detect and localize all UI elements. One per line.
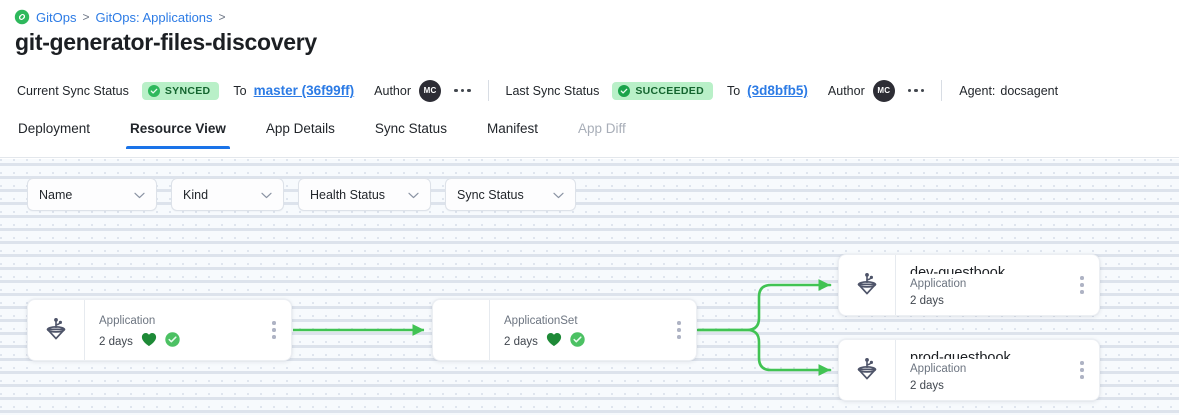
argo-application-icon-2	[839, 255, 895, 315]
node-name: prod-guestbook	[910, 350, 1011, 359]
last-sync-status-label: Last Sync Status	[505, 83, 600, 98]
node-kind: ApplicationSet	[504, 314, 578, 327]
node-age: 2 days	[99, 336, 133, 348]
graph-node-prod-guestbook[interactable]: prod-guestbook Application 2 days	[838, 339, 1100, 401]
current-sync-status-text: SYNCED	[164, 84, 211, 97]
tab-app-diff: App Diff	[577, 121, 626, 136]
graph-node-dev-guestbook[interactable]: dev-guestbook Application 2 days	[838, 254, 1100, 316]
tab-sync-status[interactable]: Sync Status	[374, 121, 447, 136]
filter-sync-status-label: Sync Status	[457, 187, 524, 202]
tab-manifest[interactable]: Manifest	[486, 121, 538, 136]
node-kind: Application	[910, 277, 967, 290]
filter-bar: Name Kind Health Status Sync Status	[27, 178, 576, 211]
current-revision-link[interactable]: master (36f99ff)	[253, 83, 355, 98]
argo-application-icon-3	[839, 340, 895, 400]
healthy-heart-icon	[546, 332, 562, 352]
breadcrumb: GitOps > GitOps: Applications >	[14, 9, 226, 25]
check-circle-icon	[147, 84, 160, 97]
current-sync-more-icon[interactable]	[454, 88, 471, 93]
breadcrumb-separator-2: >	[218, 10, 226, 24]
filter-kind[interactable]: Kind	[171, 178, 284, 211]
current-to-label: To	[233, 83, 247, 98]
status-divider-2	[941, 80, 943, 101]
node-body-2: guestbook ApplicationSet 2 days	[489, 300, 662, 360]
node-meta: 2 days	[99, 332, 257, 352]
tab-app-details[interactable]: App Details	[265, 121, 335, 136]
graph-node-git-generator-files-discovery[interactable]: git-generator-files-disco... Application…	[27, 299, 292, 361]
node-meta: 2 days	[910, 380, 1065, 392]
filter-kind-label: Kind	[183, 187, 209, 202]
node-name: git-generator-files-disco...	[99, 309, 257, 311]
chevron-down-icon-4	[535, 188, 564, 202]
applicationset-icon-empty	[433, 300, 489, 360]
current-author-label: Author	[374, 83, 412, 98]
node-age: 2 days	[910, 295, 944, 307]
agent-info: Agent: docsagent	[959, 84, 1058, 98]
filter-sync-status[interactable]: Sync Status	[445, 178, 576, 211]
last-to-label: To	[726, 83, 741, 98]
breadcrumb-item-applications[interactable]: GitOps: Applications	[95, 9, 213, 25]
last-sync-more-icon[interactable]	[907, 88, 925, 93]
node-age: 2 days	[910, 380, 944, 392]
status-divider-1	[487, 80, 489, 101]
filter-name[interactable]: Name	[27, 178, 157, 211]
last-author-avatar[interactable]: MC	[872, 79, 895, 102]
node-meta: 2 days	[910, 295, 1065, 307]
filter-health-status-label: Health Status	[310, 187, 386, 202]
healthy-heart-icon	[141, 332, 157, 352]
current-sync-status-badge: SYNCED	[141, 81, 220, 100]
node-age: 2 days	[504, 336, 538, 348]
node-body-3: dev-guestbook Application 2 days	[895, 255, 1065, 315]
agent-label: Agent:	[959, 83, 996, 98]
synced-check-icon	[570, 332, 585, 352]
filter-name-label: Name	[39, 187, 73, 202]
breadcrumb-item-gitops[interactable]: GitOps	[36, 9, 77, 25]
synced-check-icon	[165, 332, 180, 352]
node-body: git-generator-files-disco... Application…	[84, 300, 257, 360]
check-circle-icon-2	[618, 84, 631, 97]
tab-bar: Deployment Resource View App Details Syn…	[0, 116, 1179, 158]
chevron-down-icon-3	[390, 188, 419, 202]
graph-node-guestbook[interactable]: guestbook ApplicationSet 2 days	[432, 299, 697, 361]
kebab-menu-icon-3[interactable]	[1065, 255, 1099, 315]
node-body-4: prod-guestbook Application 2 days	[895, 340, 1065, 400]
tab-resource-view[interactable]: Resource View	[126, 116, 230, 149]
node-name: guestbook	[504, 309, 662, 311]
node-kind: Application	[910, 362, 967, 375]
last-author-label: Author	[827, 83, 865, 98]
filter-health-status[interactable]: Health Status	[298, 178, 431, 211]
kebab-menu-icon-2[interactable]	[662, 300, 696, 360]
node-kind: Application	[99, 314, 156, 327]
node-meta: 2 days	[504, 332, 662, 352]
current-sync-status-label: Current Sync Status	[17, 83, 129, 98]
kebab-menu-icon-4[interactable]	[1065, 340, 1099, 400]
node-name: dev-guestbook	[910, 265, 1006, 274]
chevron-down-icon-2	[243, 188, 272, 202]
breadcrumb-separator: >	[82, 10, 90, 24]
tab-deployment[interactable]: Deployment	[18, 121, 91, 136]
kebab-menu-icon[interactable]	[257, 300, 291, 360]
last-sync-status-text: SUCCEEDED	[635, 84, 704, 97]
gitops-link-icon	[14, 9, 30, 25]
argo-application-icon	[28, 300, 84, 360]
status-bar: Current Sync Status SYNCED To master (36…	[0, 72, 1179, 109]
chevron-down-icon	[116, 188, 145, 202]
agent-value: docsagent	[1000, 83, 1059, 98]
current-author-avatar[interactable]: MC	[419, 79, 442, 102]
last-revision-link[interactable]: (3d8bfb5)	[747, 83, 808, 98]
page-title: git-generator-files-discovery	[15, 29, 317, 55]
last-sync-status-badge: SUCCEEDED	[612, 81, 713, 100]
